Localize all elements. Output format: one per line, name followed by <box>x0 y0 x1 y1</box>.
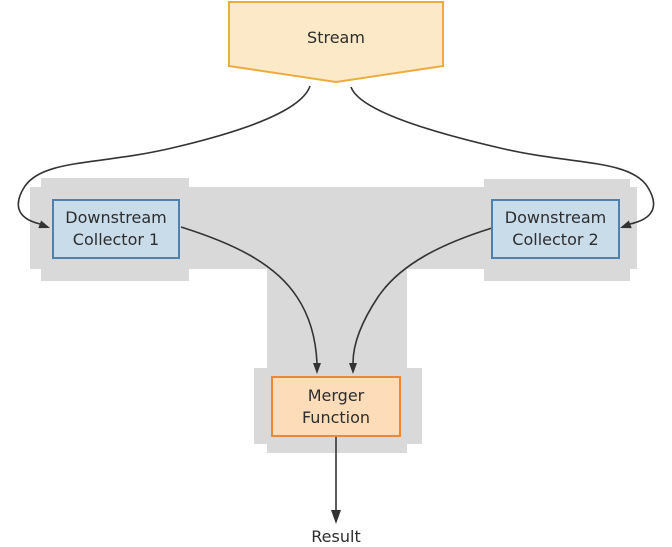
merger-node: Merger Function <box>271 376 401 437</box>
arrowhead-left-into-merger <box>313 363 321 374</box>
result-node-label: Result <box>286 527 386 547</box>
arrow-stream-to-collector2 <box>350 86 655 225</box>
stream-banner-shape <box>228 1 444 84</box>
arrowhead-into-result <box>331 510 341 524</box>
collector2-node: Downstream Collector 2 <box>491 199 620 259</box>
merger-label-line1: Merger <box>307 385 365 405</box>
stream-label-text: Stream <box>307 28 365 47</box>
collector2-label-line2: Collector 2 <box>512 230 599 249</box>
collector1-label-line2: Collector 1 <box>72 230 160 249</box>
arrow-collector2-to-merger <box>352 227 493 364</box>
arrowhead-into-collector2 <box>620 220 632 229</box>
arrowhead-into-collector1 <box>38 220 50 229</box>
stream-node-label: Stream <box>229 6 443 70</box>
collector1-node: Downstream Collector 1 <box>52 199 180 259</box>
collector2-label-line1: Downstream <box>504 208 607 227</box>
merger-label-line2: Function <box>301 407 371 427</box>
arrow-collector1-to-merger <box>180 226 318 364</box>
result-label-text: Result <box>311 527 361 546</box>
arrow-stream-to-collector1 <box>17 85 311 225</box>
collector1-label-line1: Downstream <box>65 208 167 227</box>
arrowhead-right-into-merger <box>349 363 357 374</box>
